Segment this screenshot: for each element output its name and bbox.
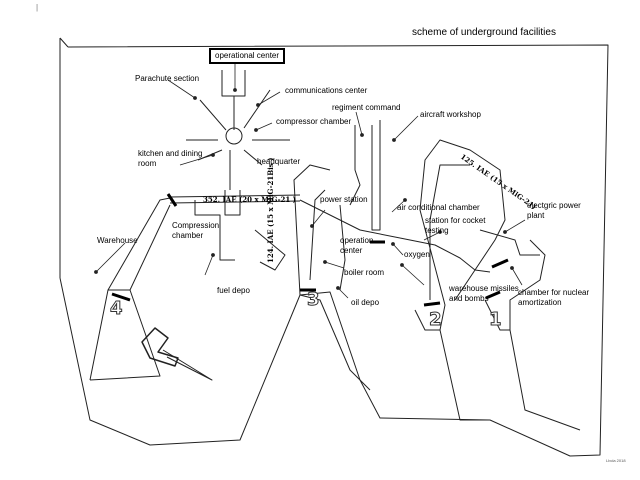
- tunnel-2-gate: [423, 301, 441, 307]
- tunnel-1-gate: [485, 290, 501, 300]
- unit-124-label: 124. IAE (15 x MiG-21Bis ): [266, 157, 275, 264]
- label-parachute-section: Parachute section: [135, 74, 200, 83]
- label-electric-power-plant: electgric power plant: [527, 201, 581, 220]
- label-power-station: power station: [320, 195, 368, 204]
- label-warehouse: Warehouse: [97, 236, 138, 245]
- label-oil-depo: oil depo: [351, 298, 380, 307]
- main-corridor: [169, 194, 301, 204]
- tunnel-3-valley: [299, 294, 371, 391]
- label-air-conditional-chamber: air conditional chamber: [397, 203, 480, 212]
- label-oxygen: oxygen: [404, 250, 430, 259]
- label-station-rocket-testing: station for cocket testing: [425, 216, 486, 235]
- label-boiler-room: boiler room: [344, 268, 385, 277]
- tunnel-number-1: 1: [489, 309, 502, 331]
- corridor-gate-west: [166, 193, 178, 207]
- label-compressor-chamber: compressor chamber: [276, 117, 352, 126]
- label-communications-center: communications center: [285, 86, 368, 95]
- tunnel-4-gate: [111, 292, 131, 302]
- aircraft-workshop-shaft: [371, 120, 381, 231]
- label-headquarter: headquarter: [257, 157, 301, 166]
- label-operational-center: operational center: [209, 48, 286, 64]
- label-chamber-nuclear: chamber for nuclear amortization: [518, 288, 590, 307]
- label-operation-center: operation center: [340, 236, 374, 255]
- diagram-title: scheme of underground facilities: [412, 27, 556, 38]
- outer-terrain-outline: [59, 37, 609, 457]
- tunnel-number-2: 2: [429, 309, 442, 331]
- unit-352-label: 352. IAE (20 x MiG-21 ): [203, 195, 296, 204]
- tunnel-2-valley: [414, 139, 506, 331]
- label-kitchen-dining: kitchen and dining room: [138, 149, 203, 168]
- label-warehouse-missiles: warehouse missiles and bombs: [449, 284, 519, 303]
- label-compression-chamber: Compression chamber: [172, 221, 220, 240]
- tunnel-number-3: 3: [307, 289, 320, 311]
- text-cursor: |: [36, 3, 39, 12]
- central-complex-outline: [186, 70, 290, 216]
- north-arrow: [141, 327, 179, 367]
- tunnel-1-valley: [484, 239, 546, 331]
- nuclear-gate: [491, 258, 509, 269]
- label-aircraft-workshop: aircraft workshop: [420, 110, 481, 119]
- label-fuel-depo: fuel depo: [217, 286, 250, 295]
- label-regiment-command: regiment command: [332, 103, 401, 112]
- credit-text: Lbcla 2018: [606, 458, 626, 463]
- tunnel-number-4: 4: [110, 298, 123, 320]
- compressor-chamber-ring: [225, 127, 243, 145]
